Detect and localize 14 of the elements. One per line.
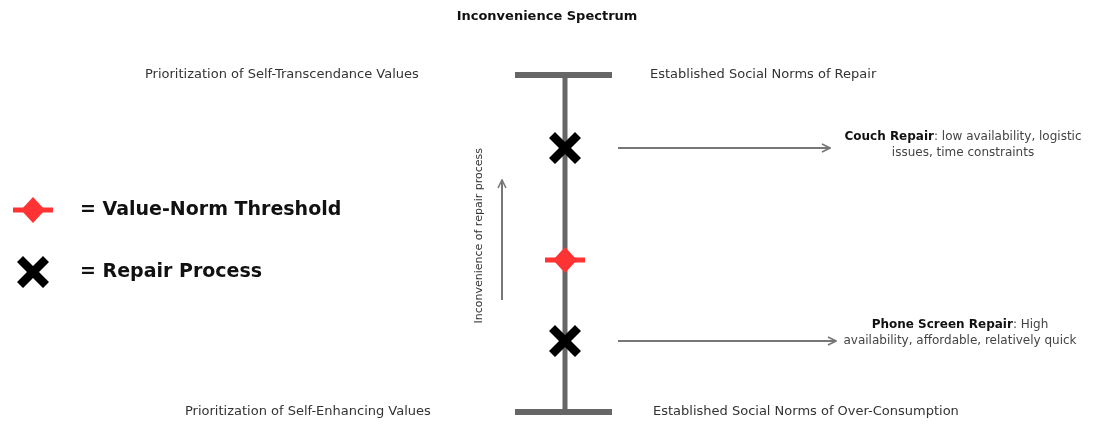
legend-label: = Value-Norm Threshold: [80, 197, 342, 219]
arrow: [617, 143, 831, 153]
axis-end-label: Established Social Norms of Repair: [650, 66, 877, 81]
axis-label: Inconvenience of repair process: [472, 148, 485, 324]
legend-label: = Repair Process: [80, 259, 263, 281]
axis-end-label: Prioritization of Self-Enhancing Values: [185, 403, 431, 418]
repair-description: Phone Screen Repair: High availability, affordable, relatively quick: [840, 316, 1080, 349]
title: Inconvenience Spectrum: [455, 8, 639, 23]
arrow: [617, 336, 837, 346]
axis-end-label: Established Social Norms of Over-Consumption: [653, 403, 959, 418]
repair-description: Couch Repair: low availability, logistic issues, time constraints: [834, 128, 1092, 161]
repair-process-cross: [549, 132, 581, 164]
repair-process-cross: [549, 325, 581, 357]
axis-end-label: Prioritization of Self-Transcendance Values: [145, 66, 419, 81]
